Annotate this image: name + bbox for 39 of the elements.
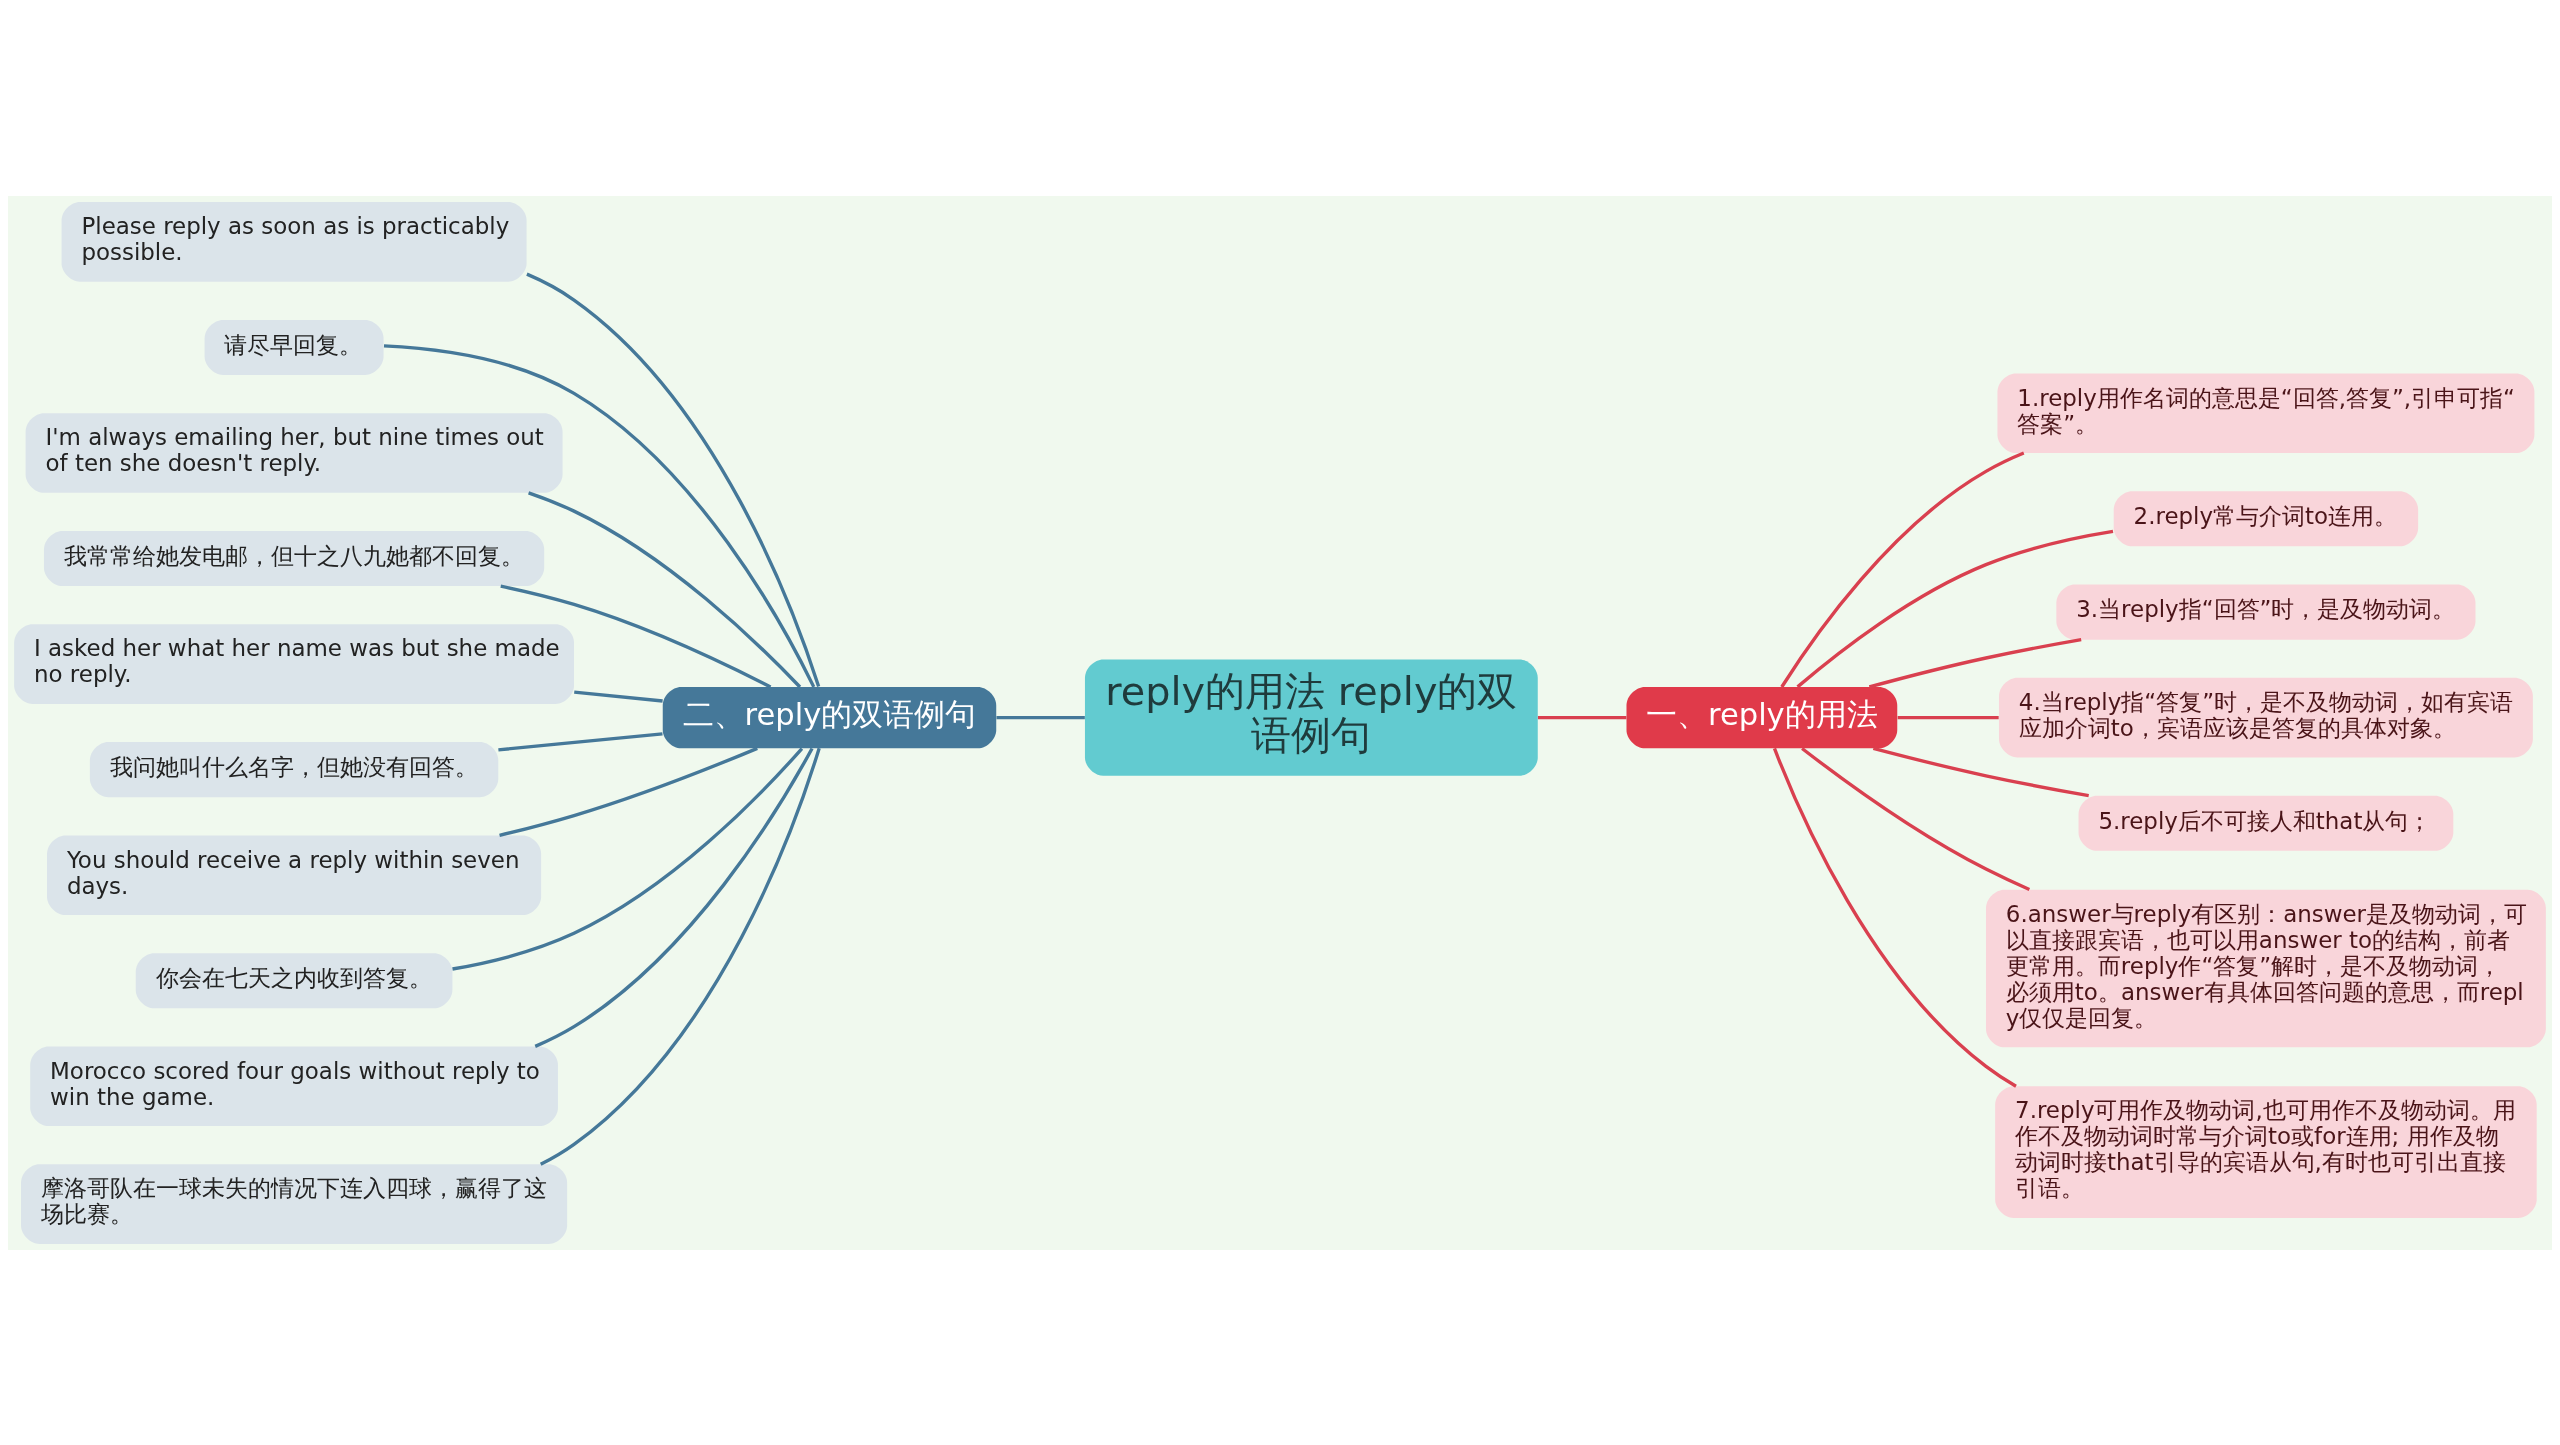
connector	[1801, 746, 2031, 891]
node-box: 7.reply可用作及物动词,也可用作不及物动词。用作不及物动词时常与介词to或for连用; 用作及物动词时接that引导的宾语从句,有时也可引出直接引语。	[1995, 1085, 2537, 1218]
connector	[526, 272, 821, 687]
node-box: 你会在七天之内收到答复。	[135, 952, 453, 1008]
node-box: 请尽早回复。	[204, 319, 384, 375]
connector	[499, 746, 758, 837]
connector	[996, 715, 1085, 719]
node-box: 3.当reply指“回答”时，是及物动词。	[2056, 584, 2476, 640]
node-box: I asked her what her name was but she made no reply.	[14, 623, 574, 704]
node-box: 一、reply的用法	[1626, 686, 1898, 748]
connector	[528, 490, 802, 688]
node-box: 1.reply用作名词的意思是“回答,答复”,引申可指“答案”。	[1997, 372, 2535, 453]
connector	[1772, 747, 2017, 1088]
connector	[1796, 529, 2114, 688]
connector	[1872, 746, 2089, 797]
node-box: I'm always emailing her, but nine times out of ten she doesn't reply.	[25, 412, 563, 493]
node-box: Morocco scored four goals without reply to win the game.	[30, 1046, 558, 1126]
node-box: 6.answer与reply有区别：answer是及物动词，可以直接跟宾语，也可以用answer to的结构，前者更常用。而reply作“答复”解时，是不及物动词，必须用to。answer有具体回答问题的意思，而reply仅仅是回复。	[1986, 889, 2546, 1047]
node-box: 5.reply后不可接人和that从句；	[2078, 795, 2454, 851]
connector	[539, 747, 821, 1166]
node-box: 摩洛哥队在一球未失的情况下连入四球，赢得了这场比赛。	[21, 1163, 568, 1244]
node-box: 我常常给她发电邮，但十之八九她都不回复。	[43, 530, 545, 586]
node-box: reply的用法 reply的双语例句	[1084, 659, 1538, 776]
node-box: You should receive a reply within seven days.	[47, 834, 542, 915]
node-box: 4.当reply指“答复”时，是不及物动词，如有宾语应加介词to，宾语应该是答复的具体对象。	[1999, 677, 2533, 757]
connector	[452, 746, 804, 971]
connector	[1537, 715, 1627, 719]
node-box: 2.reply常与介词to连用。	[2113, 490, 2419, 546]
connector	[574, 689, 663, 703]
connector	[383, 343, 816, 688]
connector	[1780, 451, 2025, 688]
connector	[498, 731, 663, 752]
node-box: Please reply as soon as is practicably possible.	[61, 201, 527, 282]
connector	[500, 584, 772, 688]
connector	[534, 747, 814, 1048]
node-box: 我问她叫什么名字，但她没有回答。	[89, 741, 499, 797]
node-box: 二、reply的双语例句	[662, 686, 997, 748]
connector	[1868, 637, 2082, 689]
connector	[1897, 715, 1999, 719]
